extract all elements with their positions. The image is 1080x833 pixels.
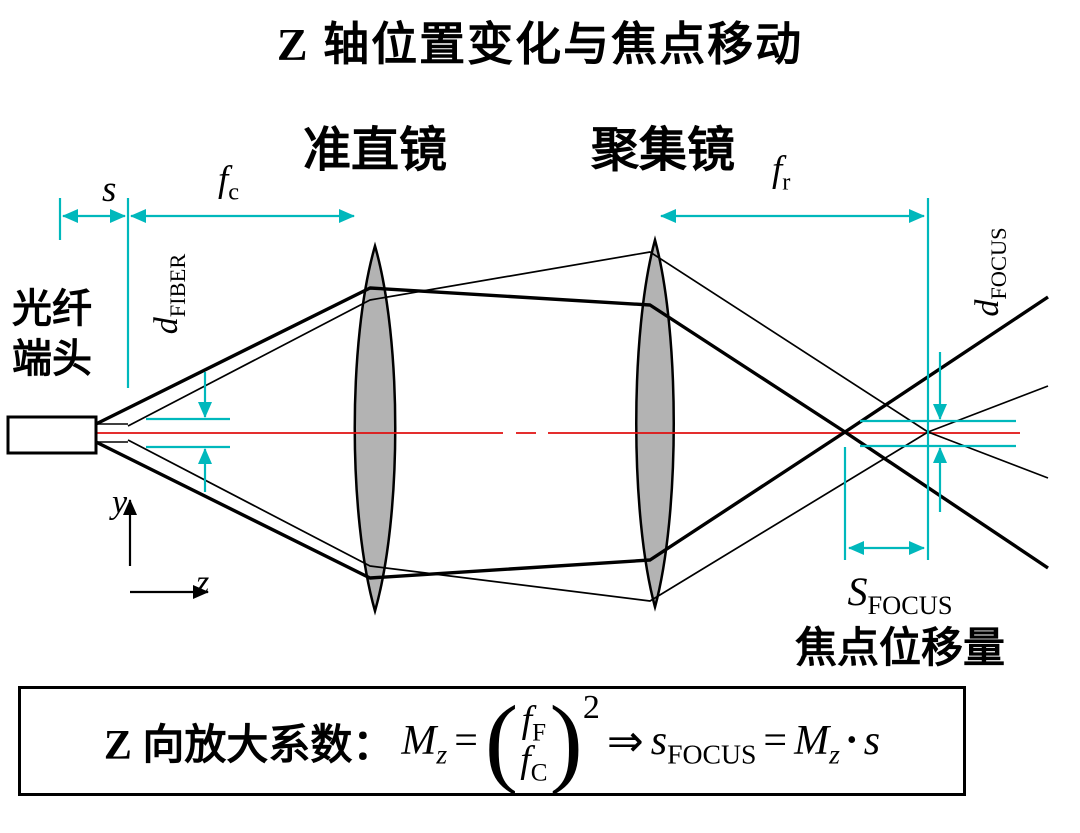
ray-bottom-thick: [95, 295, 1049, 580]
formula-equals-2: =: [763, 718, 788, 764]
ray-top-thin: [127, 251, 1049, 479]
formula-mz: Mz: [401, 718, 448, 770]
dim-fr-label: fr: [772, 149, 791, 196]
formula-implies-arrow: ⇒: [606, 716, 644, 766]
dimension-lines: [58, 198, 1016, 560]
ray-bottom-thin: [127, 385, 1049, 602]
formula-denominator: fC: [520, 739, 548, 787]
fiber-end-label-line1: 光纤: [12, 286, 92, 331]
formula-box: Z 向放大系数： Mz = ( fF fC ) 2 ⇒ sFOCUS = Mz …: [18, 686, 966, 796]
formula-equals-1: =: [454, 718, 478, 764]
focus-shift-label: 焦点位移量: [794, 626, 1005, 672]
fiber-end-label: 光纤 端头: [4, 284, 100, 384]
formula-lparen: (: [484, 685, 519, 796]
formula-ratio: fF fC: [520, 699, 548, 787]
formula-dot: •: [846, 725, 857, 756]
collimating-lens: [353, 241, 397, 616]
page-title: Z 轴位置变化与焦点移动: [276, 19, 804, 70]
dim-sfocus-label: SFOCUS: [847, 569, 953, 620]
y-axis-label: y: [112, 484, 128, 521]
rays-original: [95, 286, 1049, 580]
dim-fc-label: fc: [218, 159, 240, 206]
coordinate-axes: [123, 499, 209, 599]
formula-s: s: [863, 718, 881, 764]
dim-dfiber-label: dFIBER: [148, 253, 190, 335]
rays-shifted: [127, 251, 1049, 602]
formula-rparen: ): [549, 685, 583, 796]
formula-numerator: fF: [521, 699, 547, 747]
formula-sfocus: sFOCUS: [650, 718, 757, 770]
dim-s-label: s: [102, 169, 117, 210]
formula-prefix: Z 向放大系数：: [103, 722, 395, 769]
formula-mz-2: Mz: [794, 718, 840, 770]
formula-exponent: 2: [582, 689, 600, 726]
fiber-end-label-line2: 端头: [12, 336, 92, 381]
fiber-end: [6, 415, 128, 455]
focusing-lens-label: 聚集镜: [590, 124, 735, 177]
z-axis-label: z: [196, 564, 210, 601]
dim-dfocus-label: dFOCUS: [969, 227, 1011, 317]
focusing-lens: [635, 235, 675, 612]
ray-top-thick: [95, 286, 1049, 570]
fiber-body: [6, 415, 98, 455]
collimating-lens-label: 准直镜: [302, 124, 447, 177]
